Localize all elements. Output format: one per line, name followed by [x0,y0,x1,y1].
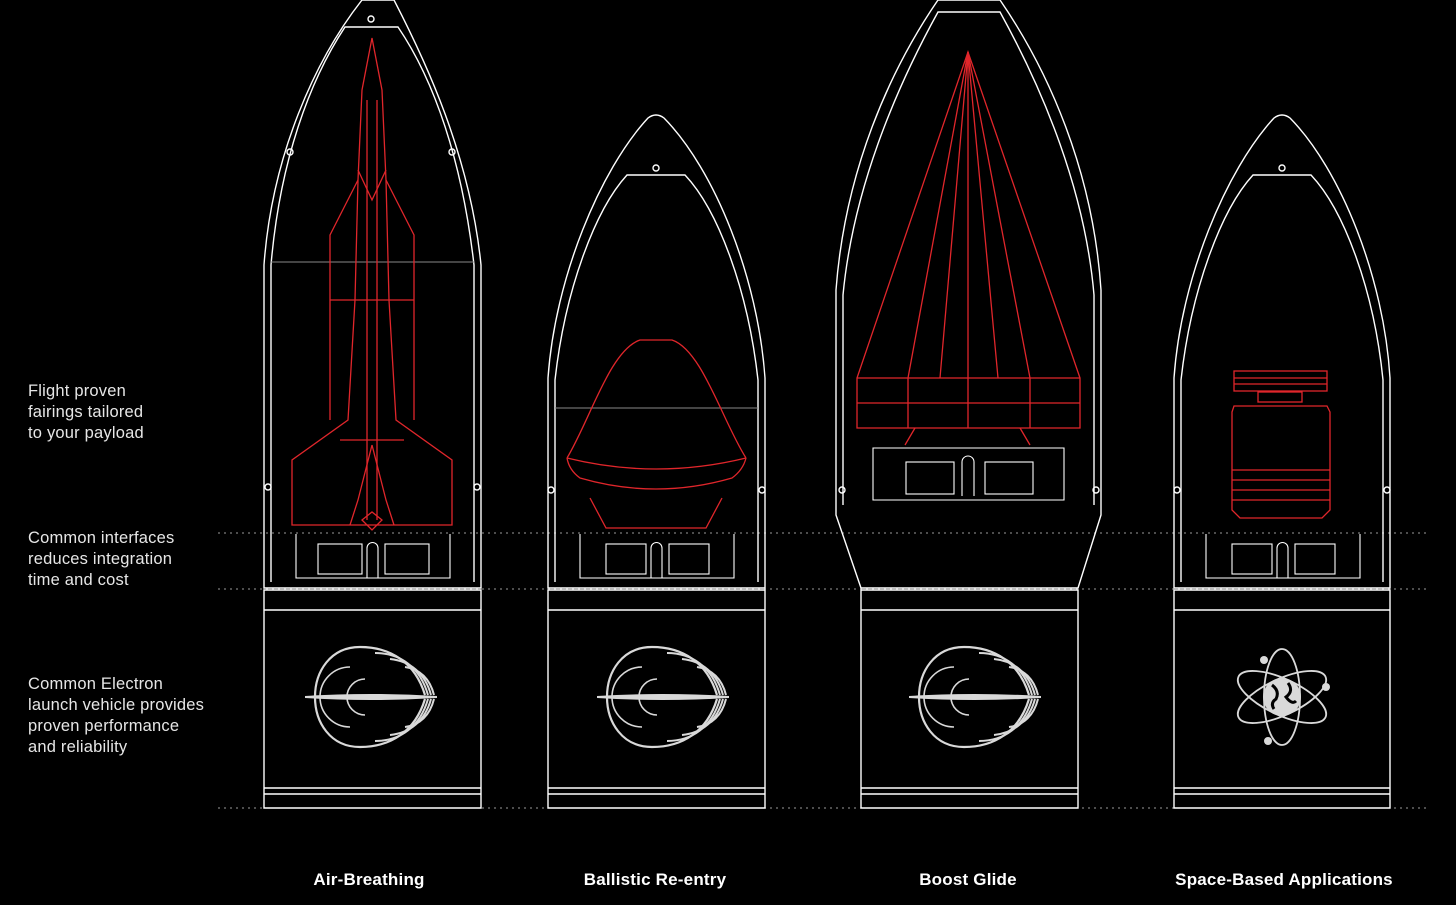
payload-adapter [872,447,1065,501]
fairing-outline [1173,114,1391,589]
caption-ballistic-reentry: Ballistic Re-entry [583,870,727,889]
fairing-rivet [448,148,456,156]
fairing-outline [263,0,482,589]
fairing-rivet [1278,164,1286,172]
payload-reentry-capsule [566,339,747,529]
fairing-inner-wall [270,26,475,582]
caption-boost-glide: Boost Glide [919,870,1017,889]
fairing-rivet [1092,486,1100,494]
fairing-outline [835,0,1102,589]
shockwave-icon [595,645,731,749]
payload-adapter [1205,534,1361,579]
shockwave-icon [303,645,439,749]
fairing-rivet [286,148,294,156]
payload-airbreathing-vehicle [291,37,453,531]
fairing-rivet [652,164,660,172]
vehicle-body [263,589,482,809]
vehicle-boost-glide [835,0,1102,809]
payload-adapter [295,534,451,579]
fairing-rivet [547,486,555,494]
fairing-rivet [473,483,481,491]
label-fairings: Flight proven fairings tailored to your … [28,382,144,442]
vehicle-space-based [1173,114,1391,809]
label-common-interfaces: Common interfaces reduces integration ti… [28,529,175,589]
atom-globe-icon [1236,648,1330,746]
vehicle-body [860,589,1079,809]
fairing-rivet [367,15,375,23]
fairing-outline [547,114,766,589]
payload-glide-vehicle [856,49,1081,446]
vehicle-body [547,589,766,809]
fairing-rivet [1173,486,1181,494]
fairing-inner-wall [842,11,1095,505]
fairing-rivet [838,486,846,494]
payload-satellite [1231,370,1331,519]
fairing-rivet [758,486,766,494]
caption-air-breathing: Air-Breathing [313,870,425,889]
vehicle-air-breathing [263,0,482,809]
caption-space-based-applications: Space-Based Applications [1175,870,1393,889]
vehicle-body [1173,589,1391,809]
label-common-electron: Common Electron launch vehicle provides … [28,675,205,756]
fairing-rivet [1383,486,1391,494]
shockwave-icon [907,645,1043,749]
vehicle-ballistic-reentry [547,114,766,809]
fairing-inner-wall [1180,174,1384,582]
payload-adapter [579,534,735,579]
fairing-inner-wall [554,174,759,582]
fairing-rivet [264,483,272,491]
